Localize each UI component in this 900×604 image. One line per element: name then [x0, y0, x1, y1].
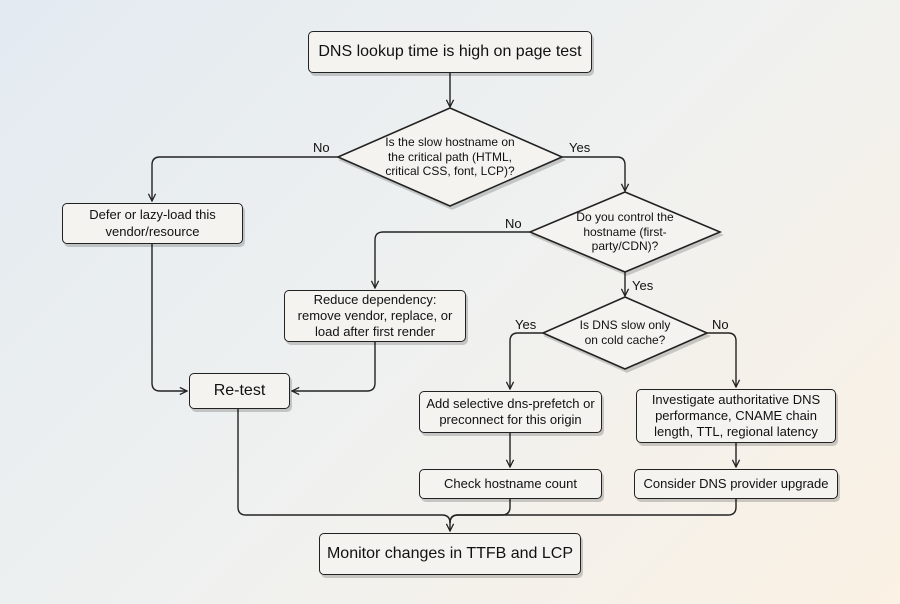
monitor-node: Monitor changes in TTFB and LCP [319, 533, 581, 575]
prefetch-node: Add selective dns-prefetch or preconnect… [419, 391, 602, 433]
label-critical-yes: Yes [569, 140, 591, 155]
edge-defer-to-retest [151, 244, 187, 391]
decision-critical-shape [336, 107, 564, 207]
edge-cold-yes [510, 332, 543, 389]
retest-node: Re-test [189, 373, 290, 409]
label-critical-no: No [313, 140, 330, 155]
edge-control-no [375, 231, 530, 288]
edge-cold-no [707, 332, 736, 387]
decision-cold-shape [541, 296, 709, 370]
edge-reduce-to-retest [292, 342, 376, 391]
label-control-no: No [505, 216, 522, 231]
edge-hostcount-to-monitor [449, 499, 511, 524]
decision-cold-text: Is DNS slow only on cold cache? [579, 318, 671, 347]
decision-critical-text: Is the slow hostname on the critical pat… [385, 135, 515, 179]
edge-provider-to-monitor [449, 499, 737, 524]
label-control-yes: Yes [632, 278, 654, 293]
label-cold-yes: Yes [515, 317, 537, 332]
edge-critical-no [152, 156, 338, 201]
defer-node: Defer or lazy-load this vendor/resource [62, 203, 243, 244]
start-node: DNS lookup time is high on page test [308, 31, 592, 73]
decision-control-text: Do you control the hostname (first-party… [576, 210, 674, 254]
reduce-node: Reduce dependency: remove vendor, replac… [284, 290, 466, 342]
label-cold-no: No [712, 317, 729, 332]
provider-node: Consider DNS provider upgrade [634, 469, 838, 499]
edge-retest-to-monitor [237, 409, 450, 531]
hostcount-node: Check hostname count [419, 469, 602, 499]
investigate-node: Investigate authoritative DNS performanc… [636, 389, 836, 443]
edge-critical-yes [562, 156, 625, 191]
